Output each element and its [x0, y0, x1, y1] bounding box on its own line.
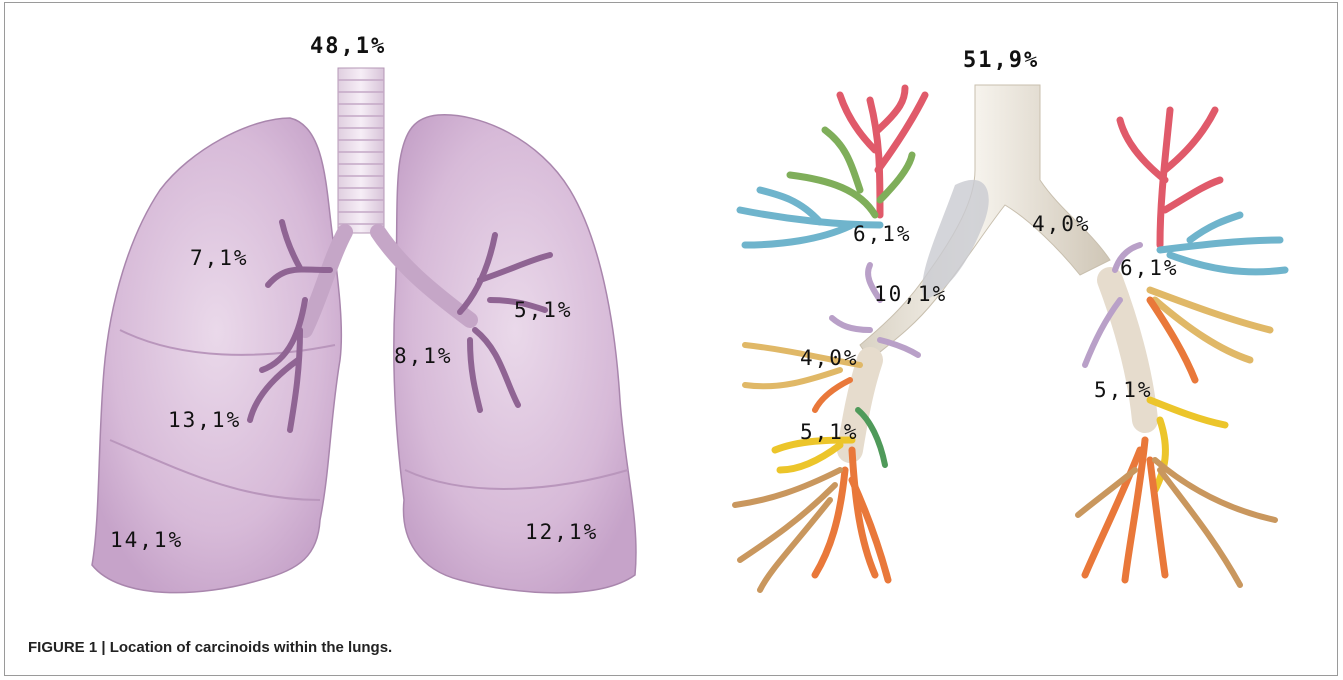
left-lower-lobe-percentage: 12,1%: [525, 522, 598, 543]
right-middle-lobe-percentage: 13,1%: [168, 410, 241, 431]
left-main-bronchus-percentage: 4,0%: [1032, 214, 1091, 235]
left-upper-bronchus-percentage: 6,1%: [1120, 258, 1179, 279]
intermediate-bronchus-percentage: 10,1%: [874, 284, 947, 305]
right-lung-shape: [92, 118, 341, 593]
central-percentage: 8,1%: [394, 346, 453, 367]
trachea-percentage: 48,1%: [310, 36, 386, 58]
right-upper-lobe-percentage: 7,1%: [190, 248, 249, 269]
middle-lobe-bronchus-percentage: 4,0%: [800, 348, 859, 369]
figure-caption: FIGURE 1 | Location of carcinoids within…: [28, 639, 392, 656]
left-lower-bronchus-percentage: 5,1%: [1094, 380, 1153, 401]
right-lower-bronchus-percentage: 5,1%: [800, 422, 859, 443]
bronchial-tree-illustration: [735, 85, 1285, 590]
main-bronchus-percentage: 51,9%: [963, 50, 1039, 72]
figure-caption-text: FIGURE 1 | Location of carcinoids within…: [28, 639, 392, 656]
right-upper-bronchus-percentage: 6,1%: [853, 224, 912, 245]
left-upper-lobe-percentage: 5,1%: [514, 300, 573, 321]
right-lower-lobe-percentage: 14,1%: [110, 530, 183, 551]
